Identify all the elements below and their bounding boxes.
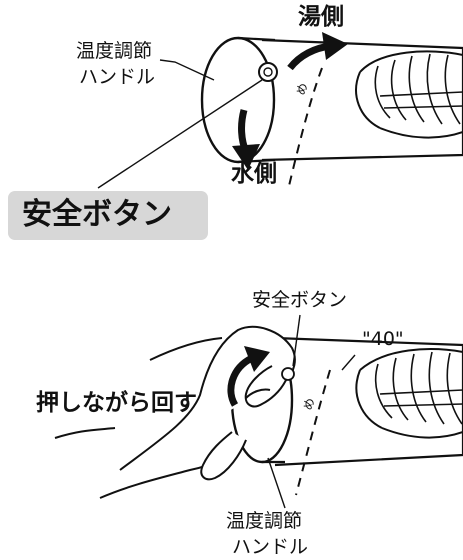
safety-button-badge-text: 安全ボタン [22,197,172,232]
handle-label-line1: 温度調節 [76,40,153,62]
safety-button-badge [8,191,208,240]
hot-side-label: 湯側 [298,4,344,30]
handle-label-line2: ハンドル [79,66,156,88]
cold-side-arrow-head [232,144,260,170]
bottom-handle-label-line2: ハンドル [232,536,309,558]
top-faucet-body [200,36,463,191]
bottom-safety-leader-line [292,314,301,367]
rotate-arrow [227,354,254,407]
bottom-handle-leader-line [267,457,286,509]
push-and-rotate-instruction: 押しながら回す [36,390,197,416]
handle-leader-line [159,59,215,81]
rotate-arrow-head [244,346,270,372]
bottom-handle-label-line1: 温度調節 [226,510,303,532]
bottom-safety-button-label: 安全ボタン [252,289,348,311]
hot-side-arrow-head [322,32,348,60]
safety-button-leader-line [97,79,263,189]
temperature-40-label: "40" [362,328,404,350]
cold-side-label: 水側 [231,161,277,187]
